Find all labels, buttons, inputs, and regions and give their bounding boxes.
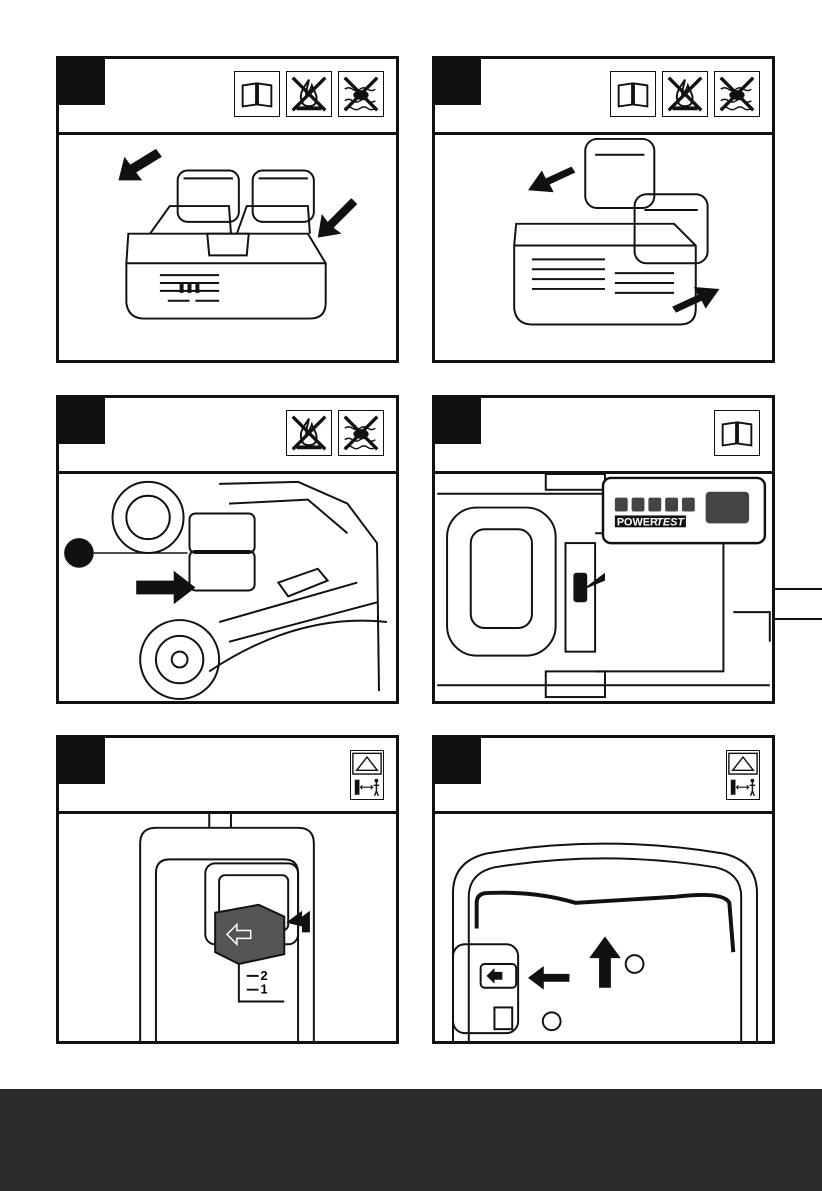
handle-start-illustration bbox=[435, 814, 772, 1041]
step-number-block bbox=[59, 59, 105, 105]
manual-book-icon bbox=[610, 71, 656, 117]
step-number-block bbox=[59, 398, 105, 444]
safety-icons bbox=[610, 71, 760, 117]
safety-icons bbox=[726, 750, 760, 800]
step-one-label: 1 bbox=[261, 982, 268, 997]
power-test-illustration: POWER TEST bbox=[435, 474, 772, 701]
figure-panel-1 bbox=[56, 56, 399, 363]
panel-header bbox=[59, 738, 396, 814]
blade-warning-keep-distance-icon bbox=[726, 750, 760, 800]
safety-icons bbox=[234, 71, 384, 117]
step-number-block bbox=[435, 59, 481, 105]
leader-line bbox=[775, 618, 822, 620]
power-test-indicator: POWER TEST bbox=[603, 478, 765, 543]
mower-battery-insert-illustration bbox=[59, 474, 396, 701]
leader-line bbox=[775, 588, 822, 590]
manual-book-icon bbox=[714, 410, 760, 456]
no-fire-icon bbox=[286, 410, 332, 456]
insert-arrow bbox=[136, 571, 195, 605]
safety-icons bbox=[286, 410, 384, 456]
panel-header bbox=[435, 398, 772, 474]
figure-panel-5: 2 1 bbox=[56, 735, 399, 1044]
power-label: POWER bbox=[617, 516, 658, 528]
figure-panel-4: POWER TEST bbox=[432, 395, 775, 704]
page-footer-band bbox=[0, 1089, 822, 1191]
blade-warning-keep-distance-icon bbox=[350, 750, 384, 800]
no-water-icon bbox=[714, 71, 760, 117]
figure-panel-2 bbox=[432, 56, 775, 363]
safety-icons bbox=[714, 410, 760, 456]
dual-charger-remove-illustration bbox=[435, 135, 772, 360]
panel-header bbox=[59, 398, 396, 474]
lift-arrow bbox=[589, 936, 621, 987]
figure-panel-6 bbox=[432, 735, 775, 1044]
figure-panel-3 bbox=[56, 395, 399, 704]
panel-header bbox=[435, 59, 772, 135]
no-water-icon bbox=[338, 71, 384, 117]
step-number-block bbox=[435, 398, 481, 444]
no-fire-icon bbox=[286, 71, 332, 117]
step-two-label: 2 bbox=[261, 968, 268, 983]
dual-charger-insert-illustration bbox=[59, 135, 396, 360]
press-arrow bbox=[528, 966, 569, 990]
manual-book-icon bbox=[234, 71, 280, 117]
no-fire-icon bbox=[662, 71, 708, 117]
no-water-icon bbox=[338, 410, 384, 456]
handle-key-insert-illustration: 2 1 bbox=[59, 814, 396, 1041]
callout-dot bbox=[64, 538, 94, 568]
safety-icons bbox=[350, 750, 384, 800]
test-label: TEST bbox=[656, 516, 685, 528]
panel-header bbox=[59, 59, 396, 135]
panel-header bbox=[435, 738, 772, 814]
step-number-block bbox=[59, 738, 105, 784]
step-number-block bbox=[435, 738, 481, 784]
